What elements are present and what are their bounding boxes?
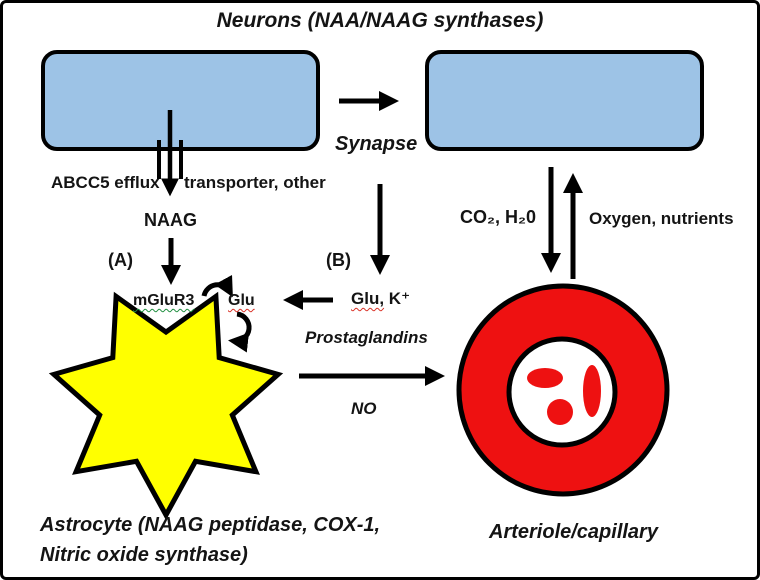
neuron-right-box bbox=[425, 50, 704, 151]
vessel-cell-vertical-ellipse bbox=[583, 365, 601, 417]
glu-recycle-side-arc-arrow bbox=[228, 311, 252, 353]
efflux-label-right: transporter, other bbox=[184, 173, 326, 192]
synapse-label: Synapse bbox=[335, 133, 418, 155]
astrocyte-star bbox=[48, 291, 284, 521]
glu-recycle-top-arc-arrow bbox=[201, 274, 233, 298]
prostaglandins-label: Prostaglandins bbox=[305, 328, 428, 347]
glu-k-label: Glu, K⁺ bbox=[351, 289, 411, 309]
vessel-cell-horizontal-ellipse bbox=[527, 368, 563, 388]
vessel-cell-circle bbox=[547, 399, 573, 425]
co2-h2o-label: CO₂, H₂0 bbox=[460, 207, 537, 227]
nitric-oxide-label: NO bbox=[351, 399, 377, 418]
mglur3-label: mGluR3 bbox=[133, 292, 195, 309]
glu-k-glu-part: Glu, bbox=[351, 289, 385, 308]
astrocyte-caption-line1: Astrocyte (NAAG peptidase, COX-1, bbox=[40, 514, 381, 536]
glu-k-kplus-part: K⁺ bbox=[384, 289, 411, 308]
arteriole-caption: Arteriole/capillary bbox=[489, 521, 658, 543]
figure-title: Neurons (NAA/NAAG synthases) bbox=[216, 9, 544, 32]
astrocyte-caption-line2: Nitric oxide synthase) bbox=[40, 544, 248, 566]
naag-label: NAAG bbox=[144, 210, 197, 230]
vessel-lumen bbox=[506, 336, 618, 448]
efflux-label-left: ABCC5 efflux bbox=[51, 173, 160, 192]
oxygen-nutrients-label: Oxygen, nutrients bbox=[589, 209, 734, 228]
pathway-a-label: (A) bbox=[108, 250, 133, 270]
glu-label: Glu bbox=[228, 292, 255, 309]
diagram-shapes-svg bbox=[48, 91, 670, 521]
pathway-b-label: (B) bbox=[326, 250, 351, 270]
